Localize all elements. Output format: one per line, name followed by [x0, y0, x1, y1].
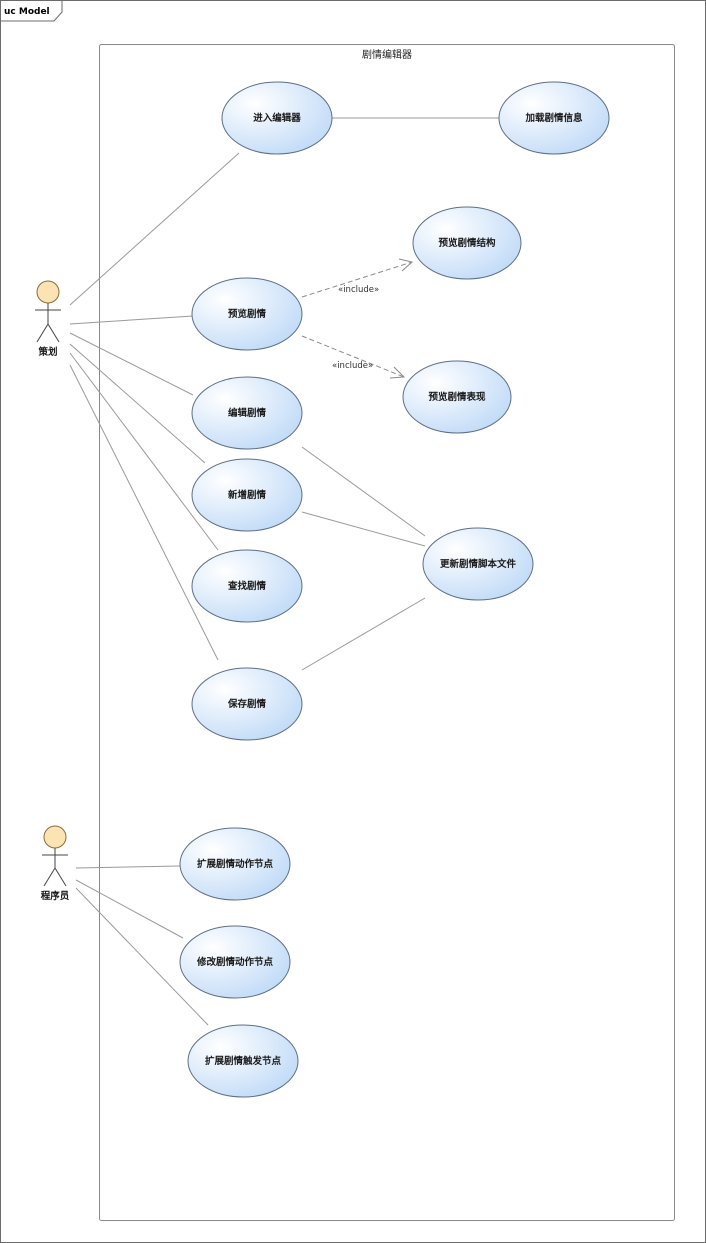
usecase-modify-action[interactable]: 修改剧情动作节点 — [179, 925, 291, 999]
usecase-modify-action-label: 修改剧情动作节点 — [196, 956, 274, 968]
usecase-add-label: 新增剧情 — [228, 489, 267, 501]
include-label-structure: «include» — [338, 285, 379, 295]
system-boundary — [99, 44, 675, 1221]
usecase-extend-action[interactable]: 扩展剧情动作节点 — [179, 827, 291, 901]
planner-associations — [69, 152, 240, 661]
usecase-enter-editor-label: 进入编辑器 — [253, 112, 301, 124]
assoc-planner-find[interactable] — [69, 352, 219, 551]
assoc-planner-enter-editor[interactable] — [69, 152, 240, 306]
usecase-extend-trigger-label: 扩展剧情触发节点 — [205, 1055, 282, 1067]
usecase-edit-label: 编辑剧情 — [228, 407, 267, 419]
usecase-preview-performance-label: 预览剧情表现 — [428, 391, 486, 403]
usecase-associations — [301, 117, 500, 671]
usecase-load-info-label: 加载剧情信息 — [524, 112, 583, 124]
assoc-planner-preview[interactable] — [69, 315, 194, 325]
usecase-update-script-label: 更新剧情脚本文件 — [440, 558, 517, 570]
programmer-associations — [75, 865, 209, 1026]
assoc-planner-save[interactable] — [69, 364, 219, 661]
usecase-enter-editor[interactable]: 进入编辑器 — [221, 81, 333, 155]
usecase-load-info[interactable]: 加载剧情信息 — [498, 81, 610, 155]
usecase-find[interactable]: 查找剧情 — [191, 549, 303, 623]
actor-planner[interactable]: 策划 — [35, 280, 61, 358]
include-arrowhead-structure — [398, 258, 414, 272]
usecase-preview[interactable]: 预览剧情 — [191, 277, 303, 351]
include-preview-structure[interactable] — [301, 261, 413, 298]
usecase-save-label: 保存剧情 — [227, 698, 267, 710]
assoc-planner-edit[interactable] — [69, 332, 194, 396]
usecase-find-label: 查找剧情 — [227, 580, 267, 592]
actor-planner-label: 策划 — [37, 346, 57, 358]
frame-label: uc Model — [4, 7, 50, 17]
include-dependencies: «include» «include» — [301, 258, 414, 379]
assoc-programmer-extend-trigger[interactable] — [75, 887, 209, 1026]
usecase-add[interactable]: 新增剧情 — [191, 458, 303, 532]
actor-programmer-head-icon — [43, 825, 67, 849]
usecase-save[interactable]: 保存剧情 — [191, 667, 303, 741]
frame-tab — [0, 0, 63, 22]
assoc-save-update-script[interactable] — [301, 597, 426, 671]
usecase-extend-trigger[interactable]: 扩展剧情触发节点 — [187, 1024, 299, 1098]
usecase-update-script[interactable]: 更新剧情脚本文件 — [422, 527, 534, 601]
include-preview-performance[interactable] — [301, 335, 405, 378]
assoc-edit-update-script[interactable] — [301, 446, 426, 537]
usecase-preview-structure-label: 预览剧情结构 — [438, 237, 496, 249]
assoc-add-update-script[interactable] — [301, 511, 426, 547]
usecase-edit[interactable]: 编辑剧情 — [191, 376, 303, 450]
usecase-extend-action-label: 扩展剧情动作节点 — [197, 858, 274, 870]
system-boundary-label: 剧情编辑器 — [362, 48, 412, 61]
include-label-performance: «include» — [332, 361, 373, 371]
assoc-programmer-modify-action[interactable] — [75, 879, 184, 939]
actor-programmer[interactable]: 程序员 — [41, 825, 70, 902]
usecase-preview-performance[interactable]: 预览剧情表现 — [402, 360, 512, 434]
actor-planner-head-icon — [36, 280, 60, 304]
assoc-programmer-extend-action[interactable] — [75, 865, 181, 869]
usecase-preview-structure[interactable]: 预览剧情结构 — [412, 206, 522, 280]
include-arrowhead-performance — [389, 366, 406, 379]
usecase-preview-label: 预览剧情 — [228, 308, 267, 320]
actor-programmer-label: 程序员 — [41, 890, 70, 902]
assoc-planner-add[interactable] — [69, 343, 206, 464]
